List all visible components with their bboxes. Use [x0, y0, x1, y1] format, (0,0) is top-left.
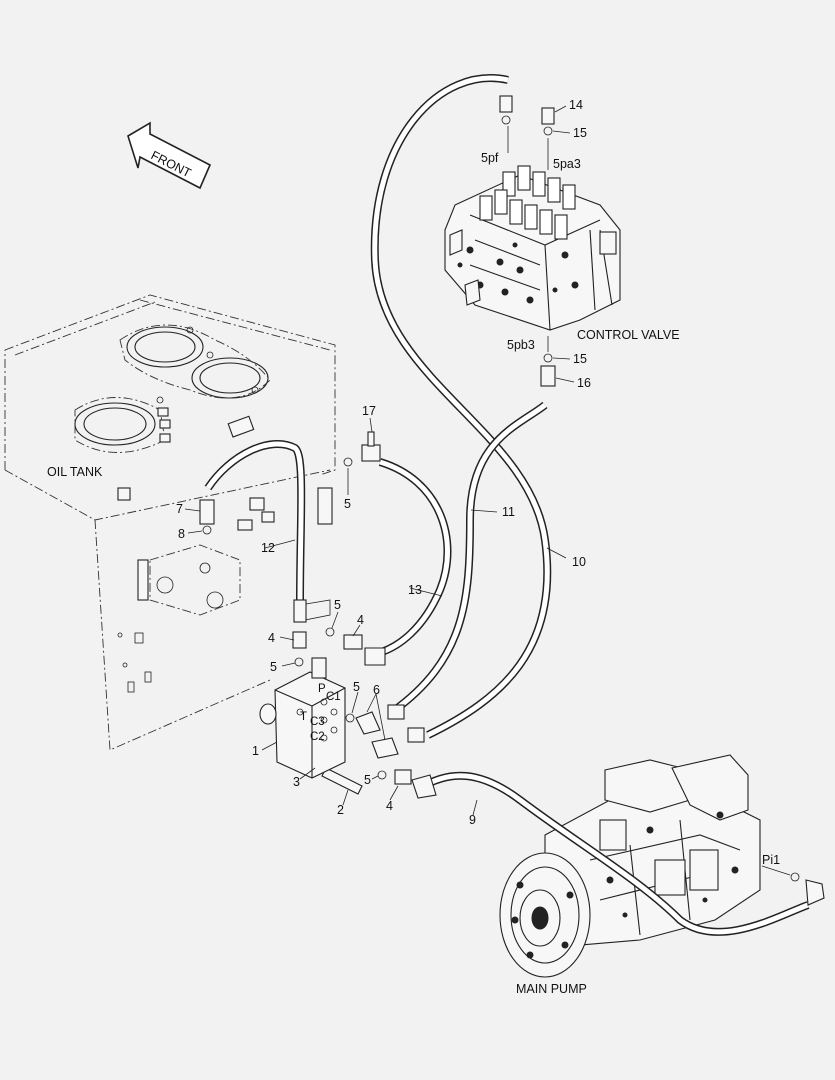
oil-tank [4, 294, 336, 751]
callout-10: 10 [572, 555, 586, 569]
callouts: 14 15 5pf 5pa3 5pb3 15 16 17 5 7 8 12 13… [176, 98, 780, 867]
callout-5-upper: 5 [334, 598, 341, 612]
callout-11: 11 [502, 505, 515, 519]
hoses [204, 74, 810, 936]
callout-4-left: 4 [268, 631, 275, 645]
callout-5-tee: 5 [344, 497, 351, 511]
pilot-block: P T C1 C3 C2 [259, 657, 346, 779]
leader-lines [184, 105, 791, 876]
callout-6: 6 [373, 683, 380, 697]
callout-5-lower: 5 [364, 773, 371, 787]
fittings [199, 95, 825, 906]
callout-15-bottom: 15 [573, 352, 587, 366]
port-t-label: T [300, 711, 307, 723]
callout-pi1: Pi1 [762, 853, 780, 867]
callout-2: 2 [337, 803, 344, 817]
callout-7: 7 [176, 502, 183, 516]
hose-13 [369, 458, 452, 659]
callout-5pa3: 5pa3 [553, 157, 581, 171]
callout-8: 8 [178, 527, 185, 541]
callout-16: 16 [577, 376, 591, 390]
callout-3: 3 [293, 775, 300, 789]
control-valve-label: CONTROL VALVE [577, 328, 680, 342]
port-c1-label: C1 [326, 691, 341, 703]
port-c2-label: C2 [310, 731, 325, 743]
port-p-label: P [318, 683, 326, 695]
callout-14: 14 [569, 98, 583, 112]
callout-17: 17 [362, 404, 376, 418]
callout-1: 1 [252, 744, 259, 758]
oil-tank-label: OIL TANK [47, 465, 103, 479]
callout-9: 9 [469, 813, 476, 827]
port-c3-label: C3 [310, 716, 325, 728]
control-valve [444, 165, 621, 331]
callout-5pf: 5pf [481, 151, 499, 165]
callout-12: 12 [261, 541, 275, 555]
callout-13: 13 [408, 583, 422, 597]
front-arrow-icon: FRONT [127, 121, 212, 190]
callout-5pb3: 5pb3 [507, 338, 535, 352]
callout-4-lower: 4 [386, 799, 393, 813]
main-pump [499, 754, 761, 978]
callout-15-top: 15 [573, 126, 587, 140]
callout-5-mid: 5 [353, 680, 360, 694]
callout-4-upper: 4 [357, 613, 364, 627]
callout-5-left: 5 [270, 660, 277, 674]
main-pump-label: MAIN PUMP [516, 982, 587, 996]
